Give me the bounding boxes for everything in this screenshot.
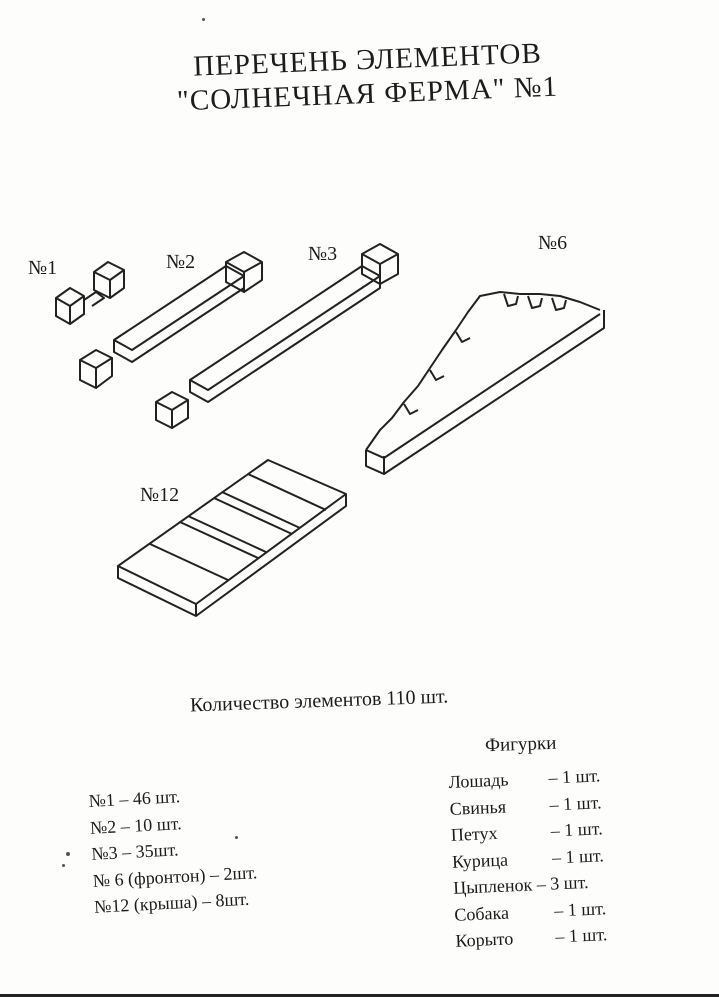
part-1-drawing — [55, 261, 125, 325]
part-label-1: №1 — [28, 257, 58, 279]
part-label-12: №12 — [140, 484, 180, 506]
part-2-drawing — [79, 251, 263, 389]
part-label-6: №6 — [538, 232, 568, 254]
figure-name: Корыто — [455, 928, 514, 951]
figure-qty: – 1 шт. — [549, 791, 602, 815]
scan-speck — [202, 18, 205, 21]
figure-qty: – 1 шт. — [554, 924, 608, 947]
figures-list: Лошадь– 1 шт. Свинья– 1 шт. Петух– 1 шт.… — [448, 762, 608, 954]
part-label-3: №3 — [308, 243, 338, 265]
scan-speck — [62, 864, 65, 867]
scan-speck — [66, 852, 70, 856]
figure-name: Цыпленок — [452, 874, 533, 898]
part-3-drawing — [155, 243, 399, 429]
scan-speck — [235, 836, 238, 839]
figure-qty: – 3 шт. — [536, 871, 589, 895]
figures-heading: Фигурки — [484, 732, 557, 757]
elements-list: №1 – 46 шт. №2 – 10 шт. №3 – 35шт. № 6 (… — [88, 779, 259, 920]
figure-qty: – 1 шт. — [551, 844, 605, 868]
figure-qty: – 1 шт. — [548, 765, 601, 788]
figure-qty: – 1 шт. — [553, 897, 607, 920]
part-12-drawing — [117, 459, 347, 617]
part-label-2: №2 — [166, 251, 196, 273]
page-bottom-edge — [0, 994, 719, 997]
figure-qty: – 1 шт. — [550, 818, 604, 841]
part-6-drawing — [365, 291, 605, 475]
